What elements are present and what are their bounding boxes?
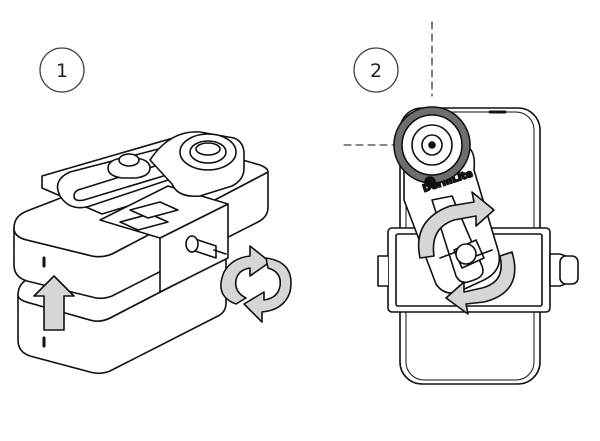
step-2-number: 2 [370,60,382,82]
step-2-badge: 2 [353,47,399,93]
step-1-illustration [13,131,292,375]
indicator-dot [424,176,436,188]
lens-ring-front [393,106,471,184]
thumb-screw [107,153,151,179]
rotate-arrow-step-2-upper [417,191,495,259]
rotate-clockwise-icon [445,251,516,315]
side-knob [185,235,227,259]
rotate-arrow-step-1 [220,245,292,323]
step-1-number: 1 [56,60,68,82]
step-2-illustration: DermLite [343,21,579,385]
lens-ring [179,133,237,171]
step-1-badge: 1 [39,47,85,93]
thumb-screw-front [439,239,493,269]
up-arrow-icon [33,275,75,331]
